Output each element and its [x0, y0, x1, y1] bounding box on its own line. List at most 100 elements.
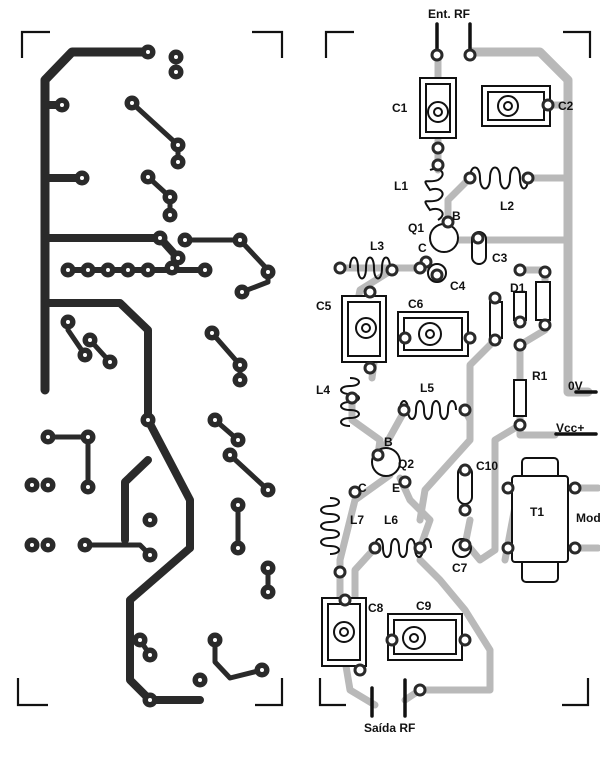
pad-hole-31 — [238, 378, 242, 382]
pad-hole-22 — [368, 290, 372, 294]
pad-hole-25 — [468, 336, 472, 340]
pad-hole-44 — [573, 486, 577, 490]
pad-hole-46 — [506, 486, 510, 490]
pad-hole-36 — [463, 543, 467, 547]
pad-hole-28 — [402, 408, 406, 412]
pad-hole-11 — [168, 213, 172, 217]
pad-hole-40 — [30, 483, 34, 487]
pad-hole-23 — [368, 366, 372, 370]
label-l6: L6 — [384, 513, 398, 527]
pad-hole-1 — [435, 53, 439, 57]
pad-hole-38 — [338, 570, 342, 574]
label-ent-rf: Ent. RF — [428, 7, 470, 21]
shadow-q2c — [336, 471, 394, 604]
pad-hole-18 — [518, 320, 522, 324]
pad-hole-38 — [228, 453, 232, 457]
pad-hole-35 — [46, 435, 50, 439]
pad-hole-41 — [390, 638, 394, 642]
right-corner-marks — [318, 30, 592, 707]
d1-body-c — [535, 281, 551, 321]
pad-hole-19 — [86, 268, 90, 272]
ground-bottom — [126, 544, 204, 704]
corner-mark-bl-r — [318, 678, 346, 707]
label-c3: C3 — [492, 251, 508, 265]
pad-hole-9 — [424, 260, 428, 264]
label-vcc: Vcc+ — [556, 421, 584, 435]
label-c10: C10 — [476, 459, 498, 473]
pad-hole-37 — [373, 546, 377, 550]
c5-trimmer — [341, 295, 387, 363]
pad-hole-10 — [435, 273, 439, 277]
pad-hole-43 — [418, 688, 422, 692]
label-l5: L5 — [420, 381, 434, 395]
pad-hole-3 — [436, 146, 440, 150]
pad-hole-47 — [236, 503, 240, 507]
corner-mark-tr-r — [563, 30, 592, 58]
pad-hole-12 — [338, 266, 342, 270]
trace-j — [227, 452, 271, 493]
shadow-l4 — [348, 394, 384, 459]
label-q2: Q2 — [398, 457, 414, 471]
label-c1: C1 — [392, 101, 408, 115]
coil-l2 — [469, 166, 529, 190]
label-q2-b: B — [384, 435, 393, 449]
pad-hole-16 — [240, 290, 244, 294]
corner-mark-br — [255, 678, 284, 707]
label-t1: T1 — [530, 505, 544, 519]
label-c5: C5 — [316, 299, 332, 313]
pad-hole-39 — [266, 488, 270, 492]
c9-trimmer — [387, 613, 463, 661]
pad-hole-4 — [436, 163, 440, 167]
pad-hole-3 — [174, 70, 178, 74]
pad-hole-39 — [343, 598, 347, 602]
pad-hole-28 — [83, 353, 87, 357]
pad-hole-41 — [46, 483, 50, 487]
label-ov: 0V — [568, 379, 583, 393]
pad-hole-11 — [418, 266, 422, 270]
label-d1: D1 — [510, 281, 526, 295]
label-l1: L1 — [394, 179, 408, 193]
pad-hole-2 — [468, 53, 472, 57]
pad-hole-44 — [83, 543, 87, 547]
pad-hole-2 — [174, 55, 178, 59]
pad-hole-42 — [463, 638, 467, 642]
pad-hole-17 — [493, 296, 497, 300]
pad-hole-13 — [176, 256, 180, 260]
pad-hole-35 — [418, 546, 422, 550]
ground-branch — [41, 299, 194, 552]
shadow-q2e — [396, 474, 434, 552]
pad-hole-27 — [350, 396, 354, 400]
pad-hole-8 — [446, 220, 450, 224]
d1-body-a — [489, 301, 503, 339]
pad-hole-55 — [148, 698, 152, 702]
pad-hole-27 — [108, 360, 112, 364]
pad-hole-24 — [203, 268, 207, 272]
label-mod: Mod — [576, 511, 600, 525]
pad-hole-13 — [390, 268, 394, 272]
pad-hole-56 — [198, 678, 202, 682]
label-c7: C7 — [452, 561, 468, 575]
pad-hole-8 — [80, 176, 84, 180]
pad-hole-14 — [476, 236, 480, 240]
copper-side-panel — [16, 30, 284, 708]
c2-trimmer — [481, 85, 551, 127]
corner-mark-tl-r — [324, 30, 354, 58]
shadow-l6 — [351, 544, 379, 614]
pad-hole-45 — [148, 518, 152, 522]
component-side-panel: Ent. RF Saída RF 0V Vcc+ Mod C1 C2 C3 C4… — [316, 7, 600, 735]
pad-hole-42 — [30, 543, 34, 547]
label-c8: C8 — [368, 601, 384, 615]
shadow-c8 — [341, 656, 379, 709]
pad-hole-43 — [46, 543, 50, 547]
pad-hole-49 — [266, 566, 270, 570]
pad-hole-7 — [176, 160, 180, 164]
pad-hole-15 — [518, 268, 522, 272]
pad-hole-19 — [543, 323, 547, 327]
q1-body — [429, 223, 459, 253]
coil-l1 — [424, 168, 444, 221]
corner-mark-br-r — [562, 678, 590, 707]
pad-hole-32 — [403, 480, 407, 484]
trace-m — [212, 637, 265, 681]
trimmer-capacitors — [321, 77, 551, 667]
